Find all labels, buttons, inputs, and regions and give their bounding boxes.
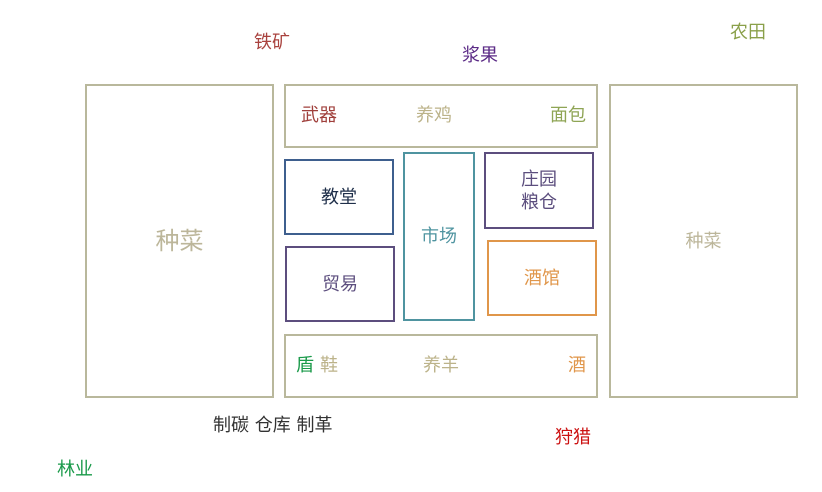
church-label: 教堂 (321, 186, 357, 208)
label-workshops: 制碳 仓库 制革 (213, 415, 333, 436)
manor-box: 庄园 粮仓 (484, 152, 594, 229)
bottom-row: 盾 鞋 养羊 酒 (284, 334, 598, 398)
label-chicken: 养鸡 (416, 105, 452, 126)
trade-label: 贸易 (322, 273, 358, 295)
label-farmland: 农田 (730, 22, 766, 43)
top-row: 武器 养鸡 面包 (284, 84, 598, 148)
manor-label-line1: 庄园 (521, 168, 557, 190)
right-field-label: 种菜 (685, 230, 722, 252)
label-weapons: 武器 (301, 105, 337, 126)
label-bread: 面包 (550, 105, 586, 126)
church-box: 教堂 (284, 159, 394, 235)
manor-label-line2: 粮仓 (521, 191, 557, 213)
manor-label: 庄园 粮仓 (521, 168, 557, 214)
tavern-box: 酒馆 (487, 240, 597, 316)
label-wine: 酒 (568, 355, 586, 376)
label-sheep: 养羊 (423, 355, 459, 376)
right-field: 种菜 (609, 84, 798, 398)
left-field-label: 种菜 (155, 226, 204, 255)
label-shield: 盾 (296, 355, 314, 376)
label-berries: 浆果 (462, 45, 498, 66)
trade-box: 贸易 (285, 246, 395, 322)
left-field: 种菜 (85, 84, 274, 398)
label-forestry: 林业 (57, 459, 93, 480)
market-label: 市场 (421, 226, 457, 247)
tavern-label: 酒馆 (524, 267, 560, 289)
market-box: 市场 (403, 152, 475, 321)
label-shoes: 鞋 (320, 355, 338, 376)
label-hunting: 狩猎 (555, 427, 591, 448)
label-iron-mine: 铁矿 (254, 32, 290, 53)
